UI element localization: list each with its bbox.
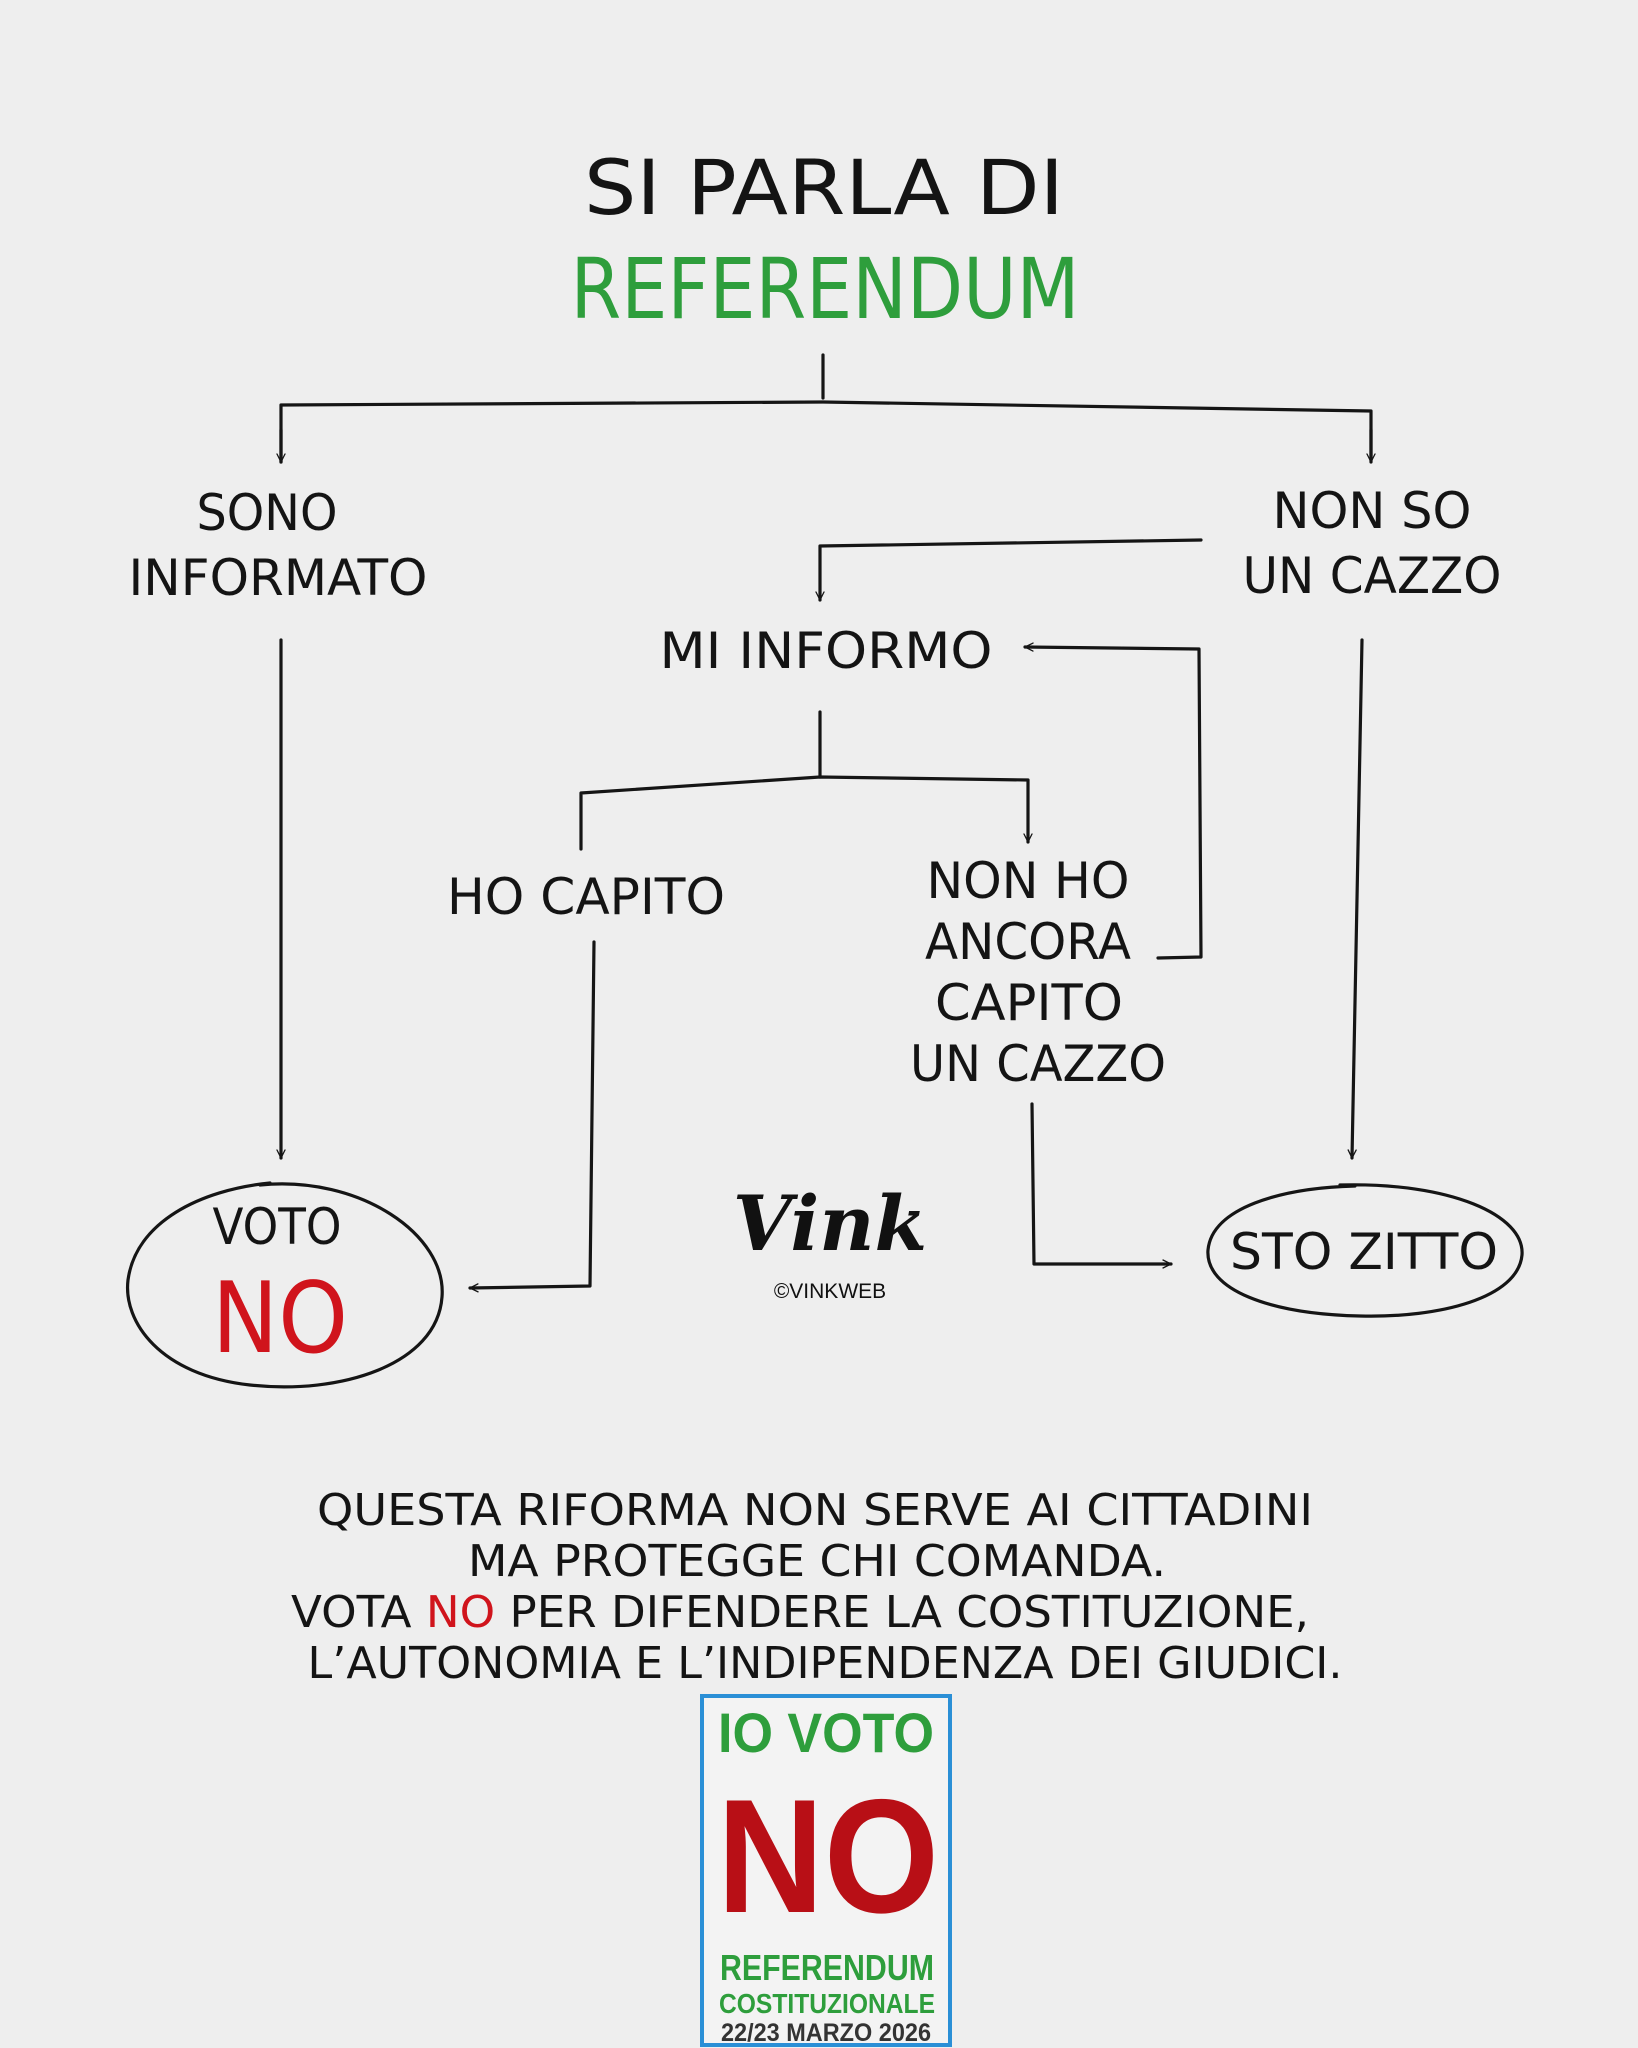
node-understood: HO CAPITO (447, 868, 725, 926)
message-line1: QUESTA RIFORMA NON SERVE AI CITTADINI (317, 1485, 1313, 1536)
arrow-dont-know-to-silent (1352, 638, 1364, 1160)
signature-name: Vink (733, 1179, 927, 1268)
message-line3-start: VOTA (291, 1587, 426, 1638)
arrow-to-inform-myself (820, 538, 1203, 602)
closing-message: QUESTA RIFORMA NON SERVE AI CITTADINI MA… (291, 1485, 1343, 1689)
artist-signature: Vink ©VINKWEB (733, 1179, 927, 1303)
stay-silent-ellipse (1206, 1183, 1524, 1318)
node-inform-myself: MI INFORMO (660, 622, 993, 680)
stay-silent-label: STO ZITTO (1230, 1223, 1498, 1281)
message-line2: MA PROTEGGE CHI COMANDA. (468, 1536, 1166, 1587)
node-informed-line2: INFORMATO (129, 549, 428, 607)
arrow-understood-to-no (468, 940, 596, 1288)
message-line4: L’AUTONOMIA E L’INDIPENDENZA DEI GIUDICI… (308, 1638, 1343, 1689)
arrow-not-understood-to-silent (1030, 1102, 1173, 1264)
logo-line3: REFERENDUM (720, 1947, 934, 1988)
node-vote-no: VOTO NO (125, 1181, 444, 1389)
node-not-understood-line4: UN CAZZO (910, 1035, 1166, 1093)
vote-no-line1: VOTO (213, 1198, 342, 1256)
flow-arrows (279, 353, 1373, 1288)
title-line1: SI PARLA DI (584, 143, 1064, 232)
branch-top (279, 400, 1373, 464)
logo-line4: COSTITUZIONALE (719, 1988, 935, 2019)
node-dont-know-line1: NON SO (1273, 482, 1472, 540)
title-line2: REFERENDUM (571, 240, 1080, 338)
branch-middle (579, 775, 1028, 851)
logo-line2: NO (717, 1766, 939, 1947)
vote-no-ellipse (125, 1181, 444, 1389)
node-informed-line1: SONO (197, 484, 338, 542)
node-not-understood-line2: ANCORA (925, 913, 1131, 971)
message-line3: VOTA NO PER DIFENDERE LA COSTITUZIONE, (291, 1587, 1309, 1638)
vote-no-line2: NO (212, 1262, 348, 1376)
node-stay-silent: STO ZITTO (1206, 1183, 1524, 1318)
logo-line1: IO VOTO (718, 1701, 934, 1764)
arrow-loop-back (1023, 647, 1203, 960)
node-not-understood-line3: CAPITO (935, 974, 1123, 1032)
logo-border (700, 1694, 952, 2047)
message-no-highlight: NO (426, 1587, 495, 1638)
logo-line5: 22/23 MARZO 2026 (721, 2019, 931, 2047)
signature-credit: ©VINKWEB (774, 1280, 886, 1303)
node-dont-know-line2: UN CAZZO (1243, 547, 1502, 605)
message-line3-end: PER DIFENDERE LA COSTITUZIONE, (495, 1587, 1309, 1638)
io-voto-no-logo: IO VOTO NO REFERENDUM COSTITUZIONALE 22/… (700, 1694, 952, 2047)
node-not-understood-line1: NON HO (927, 852, 1130, 910)
